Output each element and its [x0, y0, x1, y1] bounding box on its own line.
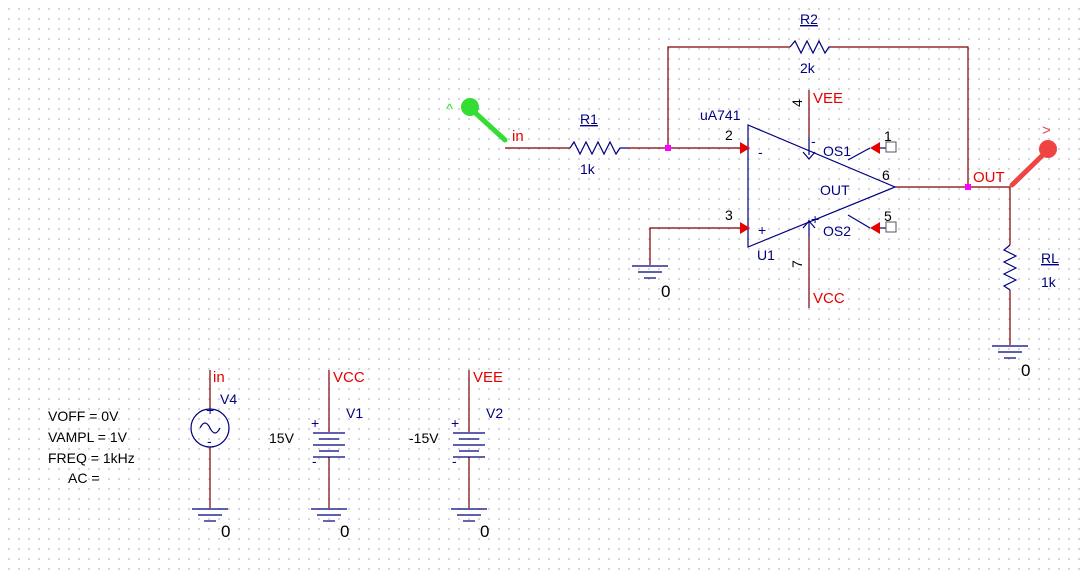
os2-noconnect-icon	[885, 221, 897, 233]
wire-fb-left[interactable]	[667, 46, 790, 148]
pin-number-inv: 2	[725, 127, 733, 143]
net-label-in: in	[512, 128, 524, 145]
net-label-vee-source: VEE	[473, 369, 503, 386]
opamp-out-label: OUT	[820, 182, 850, 198]
ground-load[interactable]: 0	[992, 345, 1030, 380]
net-label-vcc-source: VCC	[333, 369, 365, 386]
v2-minus: -	[452, 453, 457, 469]
opamp-vpos-sign: +	[811, 211, 819, 227]
ground-load-label: 0	[1021, 361, 1030, 380]
dc-source-v2[interactable]: + - V2 -15V	[409, 405, 503, 469]
r1-value: 1k	[580, 161, 596, 177]
ground-v1[interactable]: 0	[311, 508, 349, 541]
sine-wave-icon	[199, 422, 221, 434]
pin-number-os1: 1	[884, 128, 892, 144]
ground-v2-label: 0	[480, 522, 489, 541]
os1-noconnect-icon	[885, 141, 897, 153]
rl-value: 1k	[1041, 274, 1057, 290]
pin-arrow-os2-icon	[870, 222, 880, 234]
probe-out-caret: >	[1042, 122, 1051, 139]
net-label-vcc-opamp: VCC	[813, 290, 845, 307]
ground-opamp[interactable]: 0	[632, 265, 670, 301]
dc-source-v1[interactable]: + - V1 15V	[269, 405, 363, 469]
v1-minus: -	[312, 453, 317, 469]
resistor-r2[interactable]: R2 2k	[789, 11, 830, 76]
pin-number-noninv: 3	[725, 207, 733, 223]
v4-ref: V4	[220, 391, 237, 407]
opamp-vneg-sign: -	[811, 133, 816, 149]
u1-part-name: uA741	[700, 107, 741, 123]
pin-number-vpos: 7	[789, 260, 805, 268]
ground-v4-label: 0	[221, 522, 230, 541]
ground-v4[interactable]: 0	[192, 508, 230, 541]
opamp-os1-label: OS1	[823, 143, 851, 159]
v4-plus: +	[206, 402, 214, 418]
net-label-vee-opamp: VEE	[813, 90, 843, 107]
opamp-minus-label: -	[758, 144, 763, 160]
v4-param-ac: AC =	[68, 470, 100, 486]
net-label-out: OUT	[973, 169, 1005, 186]
v1-ref: V1	[346, 405, 363, 421]
resistor-rl[interactable]: RL 1k	[1002, 244, 1059, 291]
v4-param-vampl: VAMPL = 1V	[48, 429, 128, 445]
pin-arrow-noninv-icon	[740, 222, 750, 234]
v4-param-freq: FREQ = 1kHz	[48, 450, 135, 466]
pin-arrow-inv-icon	[740, 142, 750, 154]
probe-in-caret: ^	[446, 101, 453, 118]
wire-fb-right[interactable]	[830, 46, 969, 187]
ground-opamp-label: 0	[661, 282, 670, 301]
v2-ref: V2	[486, 405, 503, 421]
r1-ref: R1	[580, 111, 598, 127]
pin-number-os2: 5	[884, 208, 892, 224]
wires	[209, 46, 1011, 508]
pin-number-vneg: 4	[789, 99, 805, 107]
pin-arrow-os1-icon	[870, 142, 880, 154]
sine-source-v4[interactable]: + - V4 VOFF = 0V VAMPL = 1V FREQ = 1kHz …	[48, 391, 237, 486]
ground-v2[interactable]: 0	[451, 508, 489, 541]
r2-value: 2k	[800, 60, 816, 76]
v2-value: -15V	[409, 430, 439, 446]
r2-ref: R2	[800, 11, 818, 27]
v4-minus: -	[207, 433, 212, 449]
v4-param-voff: VOFF = 0V	[48, 408, 119, 424]
opamp-plus-label: +	[758, 222, 766, 238]
wire-noninv-gnd[interactable]	[649, 227, 740, 265]
opamp-os2-label: OS2	[823, 223, 851, 239]
v2-plus: +	[451, 415, 459, 431]
v1-value: 15V	[269, 430, 295, 446]
resistor-r1[interactable]: R1 1k	[569, 111, 628, 177]
junction-out-node	[965, 184, 971, 190]
junction-inv-node	[665, 145, 671, 151]
net-label-in-source: in	[213, 369, 225, 386]
u1-ref: U1	[757, 247, 775, 263]
ground-v1-label: 0	[340, 522, 349, 541]
input-voltage-probe[interactable]: ^	[446, 98, 508, 143]
output-voltage-probe[interactable]: >	[1009, 122, 1057, 188]
pin-number-out: 6	[882, 167, 890, 183]
rl-ref: RL	[1041, 250, 1059, 266]
v1-plus: +	[311, 415, 319, 431]
opamp-u1[interactable]: uA741 U1 2 3 6 1 5 4 7 - + OUT OS1 OS2 -…	[700, 99, 897, 268]
